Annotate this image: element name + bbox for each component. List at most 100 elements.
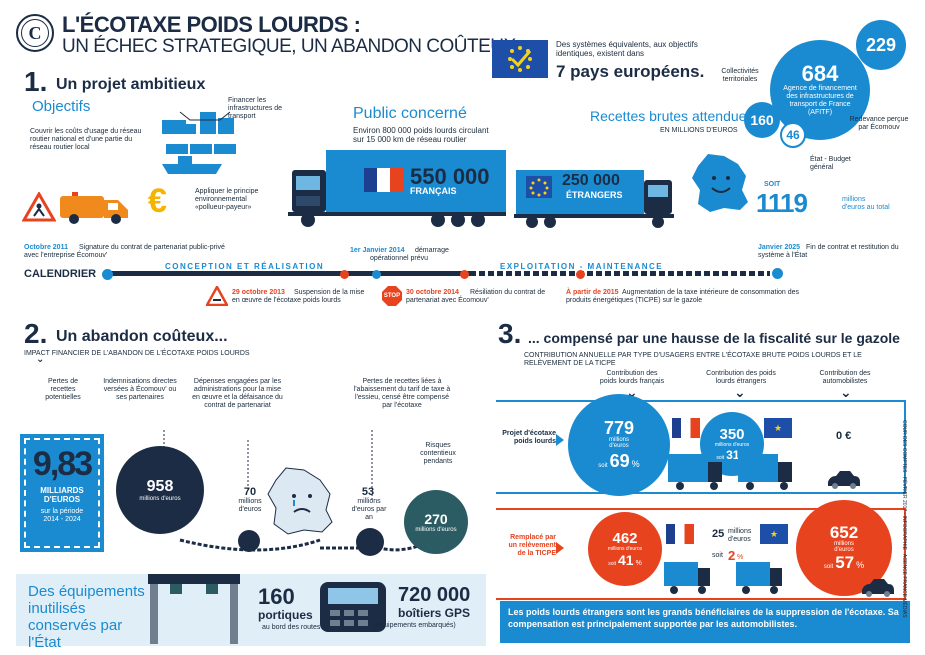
revenue-afitf-value: 684 bbox=[801, 61, 839, 86]
event-jan2014-date: 1er Janvier 2014 bbox=[350, 247, 405, 254]
event-oct2011-text: Signature du contrat de partenariat publ… bbox=[24, 244, 225, 259]
col-foreign-trucks: Contribution des poids lourds étrangers bbox=[706, 370, 776, 385]
timeline-dot-2025 bbox=[772, 268, 783, 279]
event-oct2014-text: Résiliation du contrat de partenariat av… bbox=[406, 289, 546, 304]
impact-label-litigation: Risques contentieux pendants bbox=[420, 442, 456, 465]
conclusion-banner: Les poids lourds étrangers sont les gran… bbox=[500, 601, 910, 643]
slippery-sign-icon bbox=[206, 286, 228, 306]
french-truck-icon bbox=[288, 150, 506, 227]
r1-french-pct: 69 bbox=[609, 450, 630, 471]
gantries-sub: au bord des routes bbox=[262, 624, 321, 631]
foreign-trucks-label: ÉTRANGERS bbox=[566, 190, 623, 200]
cost-litigation-value: 270 bbox=[424, 511, 448, 527]
french-trucks-label: FRANÇAIS bbox=[410, 186, 457, 196]
gps-label: boîtiers GPS bbox=[398, 606, 471, 620]
gantries-label: portiques bbox=[258, 608, 313, 622]
calendar-label: CALENDRIER bbox=[24, 268, 97, 280]
r1-french-value: 779 bbox=[603, 417, 635, 438]
public-heading: Public concerné bbox=[353, 105, 467, 122]
r2-eu-flag-icon: ★ bbox=[760, 524, 788, 544]
cost-axle-value: 53 bbox=[361, 486, 375, 498]
event-jan2014-text: démarrage opérationnel prévu bbox=[370, 247, 449, 262]
r2-motorists-soit: soit bbox=[823, 563, 834, 570]
credit-text: COUR DES COMPTES - FÉVRIER 2017 - INFOGR… bbox=[901, 420, 907, 618]
timeline-dashed bbox=[470, 271, 770, 276]
event-oct2011-date: Octobre 2011 bbox=[24, 244, 68, 251]
r2-french-soit: soit bbox=[608, 560, 616, 567]
r1-eu-flag-icon: ★ bbox=[764, 418, 792, 438]
r1-french-unit: millions d'euros bbox=[608, 436, 629, 449]
total-cost-box: 9,83 MILLIARDS D'EUROS sur la période 20… bbox=[20, 434, 104, 552]
service-van-icon bbox=[60, 192, 128, 224]
cost-indemnities-value: 958 bbox=[146, 478, 174, 495]
eu-systems-text: Des systèmes équivalents, aux objectifs … bbox=[556, 40, 698, 58]
impact-label-admin-costs: Dépenses engagées par les administration… bbox=[192, 378, 283, 409]
r1-french-soit: soit bbox=[598, 462, 608, 469]
r2-french-pct: 41 bbox=[617, 551, 634, 568]
r2-foreign-pct-sign: % bbox=[737, 554, 744, 561]
r1-foreign-pct: 31 bbox=[726, 447, 740, 462]
timeline-dot-2013 bbox=[340, 270, 349, 279]
impact-label-lost-revenue: Pertes de recettes potentielles bbox=[45, 378, 81, 401]
r2-french-pct-sign: % bbox=[635, 559, 642, 567]
objective-polluter-pays: Appliquer le principe environnemental «p… bbox=[195, 188, 259, 211]
total-cost-value: 9,83 bbox=[32, 445, 93, 483]
equipment-heading: Des équipements inutilisés conservés par… bbox=[28, 583, 145, 651]
gps-sub: (équipements embarqués) bbox=[374, 622, 456, 629]
ecomouv-label: Redevance perçue par Écomouv bbox=[849, 116, 909, 131]
event-2015-text: Augmentation de la taxe intérieure de co… bbox=[566, 289, 800, 304]
objective-financing: Financer les infrastructures de transpor… bbox=[228, 97, 283, 120]
section3-subtitle: CONTRIBUTION ANNUELLE PAR TYPE D'USAGERS… bbox=[524, 352, 862, 367]
stop-sign-icon: STOP bbox=[382, 286, 402, 306]
cost-indemnities-ball: 958 millions d'euros bbox=[116, 446, 204, 534]
event-jan2025-text: Fin de contrat et restitution du système… bbox=[758, 244, 899, 259]
r1-car-icon bbox=[828, 471, 860, 489]
public-description: Environ 800 000 poids lourds circulant s… bbox=[353, 126, 489, 144]
timeline-dot-2011 bbox=[102, 269, 113, 280]
total-revenue-unit: millions d'euros au total bbox=[842, 196, 890, 211]
timeline-dot-2014a bbox=[372, 270, 381, 279]
page-title: L'ÉCOTAXE POIDS LOURDS : bbox=[62, 12, 361, 37]
r1-motorists-value: 0 € bbox=[836, 430, 852, 442]
recettes-unit: EN MILLIONS D'EUROS bbox=[660, 127, 738, 134]
soit-label: SOIT bbox=[764, 181, 781, 188]
r2-motorists-pct: 57 bbox=[835, 552, 855, 572]
r2-foreign-soit: soit bbox=[712, 552, 723, 559]
section2-number: 2. bbox=[24, 318, 48, 349]
gps-value: 720 000 bbox=[398, 584, 471, 606]
r2-foreign-pct: 2 bbox=[728, 548, 736, 563]
euro-icon: € bbox=[148, 182, 167, 220]
impact-label-axle-tax: Pertes de recettes liées à l'abaissement… bbox=[353, 378, 451, 409]
equipment-panel bbox=[16, 574, 486, 646]
objectifs-heading: Objectifs bbox=[32, 98, 91, 115]
cost-admin-ball bbox=[238, 530, 260, 552]
phase-conception: CONCEPTION ET RÉALISATION bbox=[165, 262, 325, 271]
r2-motorists-value: 652 bbox=[829, 522, 859, 542]
chevron-col3-icon: ⌄ bbox=[840, 384, 852, 400]
chevron-col1-icon: ⌄ bbox=[626, 384, 638, 400]
section1-number: 1. bbox=[24, 66, 48, 97]
timeline-dot-2014b bbox=[460, 270, 469, 279]
section1-title: Un projet ambitieux bbox=[56, 76, 206, 93]
france-crying-icon bbox=[267, 467, 333, 535]
cost-axle-unit: millions d'euros par an bbox=[351, 498, 387, 521]
foreign-truck-icon bbox=[514, 170, 674, 228]
total-cost-period: sur la période 2014 - 2024 bbox=[40, 508, 84, 523]
r1-foreign-soit: soit bbox=[716, 454, 725, 461]
france-map-icon bbox=[692, 154, 748, 212]
row2-label: Remplacé par un relèvement de la TICPE bbox=[508, 534, 556, 557]
section2-subtitle: IMPACT FINANCIER DE L'ABANDON DE L'ÉCOTA… bbox=[24, 350, 250, 357]
r2-french-unit: millions d'euros bbox=[607, 545, 643, 552]
cost-litigation-unit: millions d'euros bbox=[415, 527, 457, 533]
objective-road-costs: Couvrir les coûts d'usage du réseau rout… bbox=[30, 128, 142, 151]
event-oct2014-date: 30 octobre 2014 bbox=[406, 289, 459, 296]
impact-label-indemnities: Indemnisations directes versées à Écomou… bbox=[103, 378, 177, 401]
toll-gantry-icon bbox=[148, 574, 240, 644]
page-subtitle: UN ÉCHEC STRATEGIQUE, UN ABANDON COÛTEUX bbox=[62, 36, 516, 57]
recettes-heading: Recettes brutes attendues bbox=[590, 108, 754, 124]
cost-admin-unit: millions d'euros bbox=[238, 498, 262, 513]
gps-box-icon bbox=[320, 582, 386, 632]
section3-number: 3. bbox=[498, 318, 522, 349]
r2-foreign-unit: millions d'euros bbox=[728, 528, 752, 543]
